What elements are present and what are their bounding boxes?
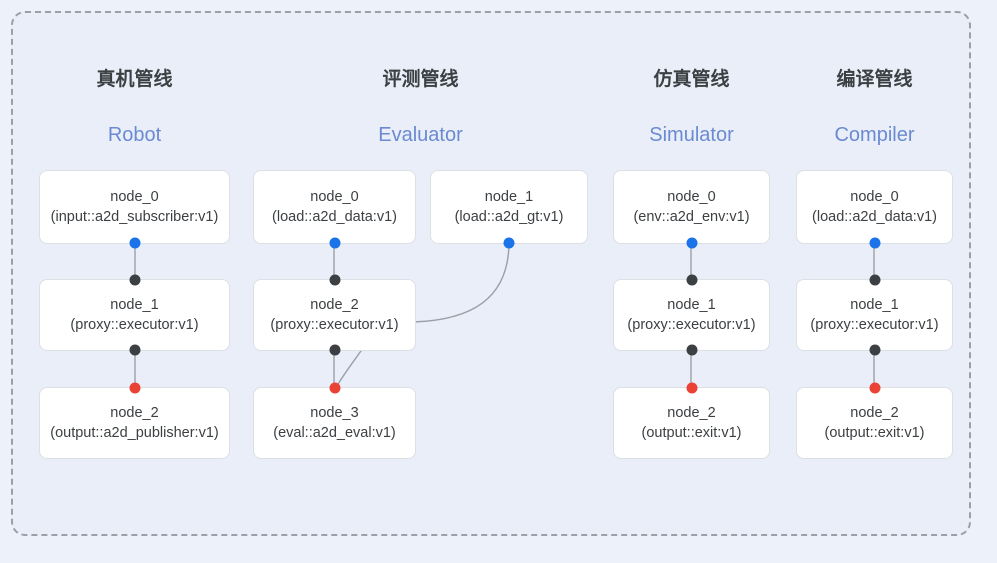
node-type: (load::a2d_data:v1) <box>812 209 937 225</box>
column-title-evaluator: 评测管线 <box>382 69 459 90</box>
port-input-red[interactable] <box>129 382 140 394</box>
node-name: node_3 <box>310 405 359 421</box>
column-title-simulator: 仿真管线 <box>653 69 730 90</box>
node-name: node_1 <box>850 297 899 313</box>
node-type: (output::a2d_publisher:v1) <box>50 425 219 441</box>
node-name: node_1 <box>110 297 159 313</box>
port-input-red[interactable] <box>686 382 697 394</box>
column-title-compiler: 编译管线 <box>836 69 913 90</box>
port-input-dark[interactable] <box>329 274 340 286</box>
node-name: node_2 <box>110 405 159 421</box>
node-simulator-1[interactable]: node_1 (proxy::executor:v1) <box>613 274 770 356</box>
port-input-dark[interactable] <box>129 274 140 286</box>
node-simulator-0[interactable]: node_0 (env::a2d_env:v1) <box>613 170 770 249</box>
node-type: (output::exit:v1) <box>824 425 925 441</box>
column-subtitle-compiler: Compiler <box>834 124 915 146</box>
node-type: (load::a2d_gt:v1) <box>454 209 564 225</box>
port-input-red[interactable] <box>869 382 880 394</box>
node-compiler-0[interactable]: node_0 (load::a2d_data:v1) <box>796 170 953 249</box>
column-subtitle-robot: Robot <box>107 124 162 146</box>
node-compiler-2[interactable]: node_2 (output::exit:v1) <box>796 382 953 459</box>
port-output-blue[interactable] <box>686 237 697 249</box>
port-output-dark[interactable] <box>129 344 140 356</box>
node-name: node_0 <box>310 189 359 205</box>
node-robot-1[interactable]: node_1 (proxy::executor:v1) <box>39 274 230 356</box>
column-subtitle-evaluator: Evaluator <box>378 124 463 146</box>
node-evaluator-0[interactable]: node_0 (load::a2d_data:v1) <box>253 170 416 249</box>
node-type: (output::exit:v1) <box>641 425 742 441</box>
node-name: node_2 <box>667 405 716 421</box>
node-evaluator-1[interactable]: node_1 (load::a2d_gt:v1) <box>430 170 588 249</box>
node-name: node_0 <box>110 189 159 205</box>
port-output-dark[interactable] <box>329 344 340 356</box>
node-simulator-2[interactable]: node_2 (output::exit:v1) <box>613 382 770 459</box>
node-compiler-1[interactable]: node_1 (proxy::executor:v1) <box>796 274 953 356</box>
node-type: (proxy::executor:v1) <box>70 317 199 333</box>
node-name: node_0 <box>850 189 899 205</box>
node-evaluator-2[interactable]: node_2 (proxy::executor:v1) <box>253 274 416 356</box>
node-type: (env::a2d_env:v1) <box>633 209 750 225</box>
node-name: node_1 <box>484 189 534 205</box>
node-type: (proxy::executor:v1) <box>270 317 399 333</box>
port-output-blue[interactable] <box>869 237 880 249</box>
port-output-dark[interactable] <box>686 344 697 356</box>
node-robot-2[interactable]: node_2 (output::a2d_publisher:v1) <box>39 382 230 459</box>
node-name: node_1 <box>667 297 716 313</box>
node-name: node_2 <box>310 297 359 313</box>
port-input-dark[interactable] <box>686 274 697 286</box>
node-name: node_0 <box>667 189 716 205</box>
node-robot-0[interactable]: node_0 (input::a2d_subscriber:v1) <box>39 170 230 249</box>
port-input-dark[interactable] <box>869 274 880 286</box>
node-type: (eval::a2d_eval:v1) <box>273 425 396 441</box>
column-title-robot: 真机管线 <box>96 69 173 90</box>
node-evaluator-3[interactable]: node_3 (eval::a2d_eval:v1) <box>253 382 416 459</box>
port-output-blue[interactable] <box>329 237 340 249</box>
node-type: (proxy::executor:v1) <box>627 317 756 333</box>
port-output-blue[interactable] <box>129 237 140 249</box>
node-type: (input::a2d_subscriber:v1) <box>50 209 219 225</box>
port-input-red[interactable] <box>329 382 340 394</box>
node-name: node_2 <box>850 405 899 421</box>
node-type: (proxy::executor:v1) <box>810 317 939 333</box>
port-output-blue[interactable] <box>503 237 515 249</box>
node-type: (load::a2d_data:v1) <box>272 209 397 225</box>
column-subtitle-simulator: Simulator <box>649 124 734 146</box>
port-output-dark[interactable] <box>869 344 880 356</box>
